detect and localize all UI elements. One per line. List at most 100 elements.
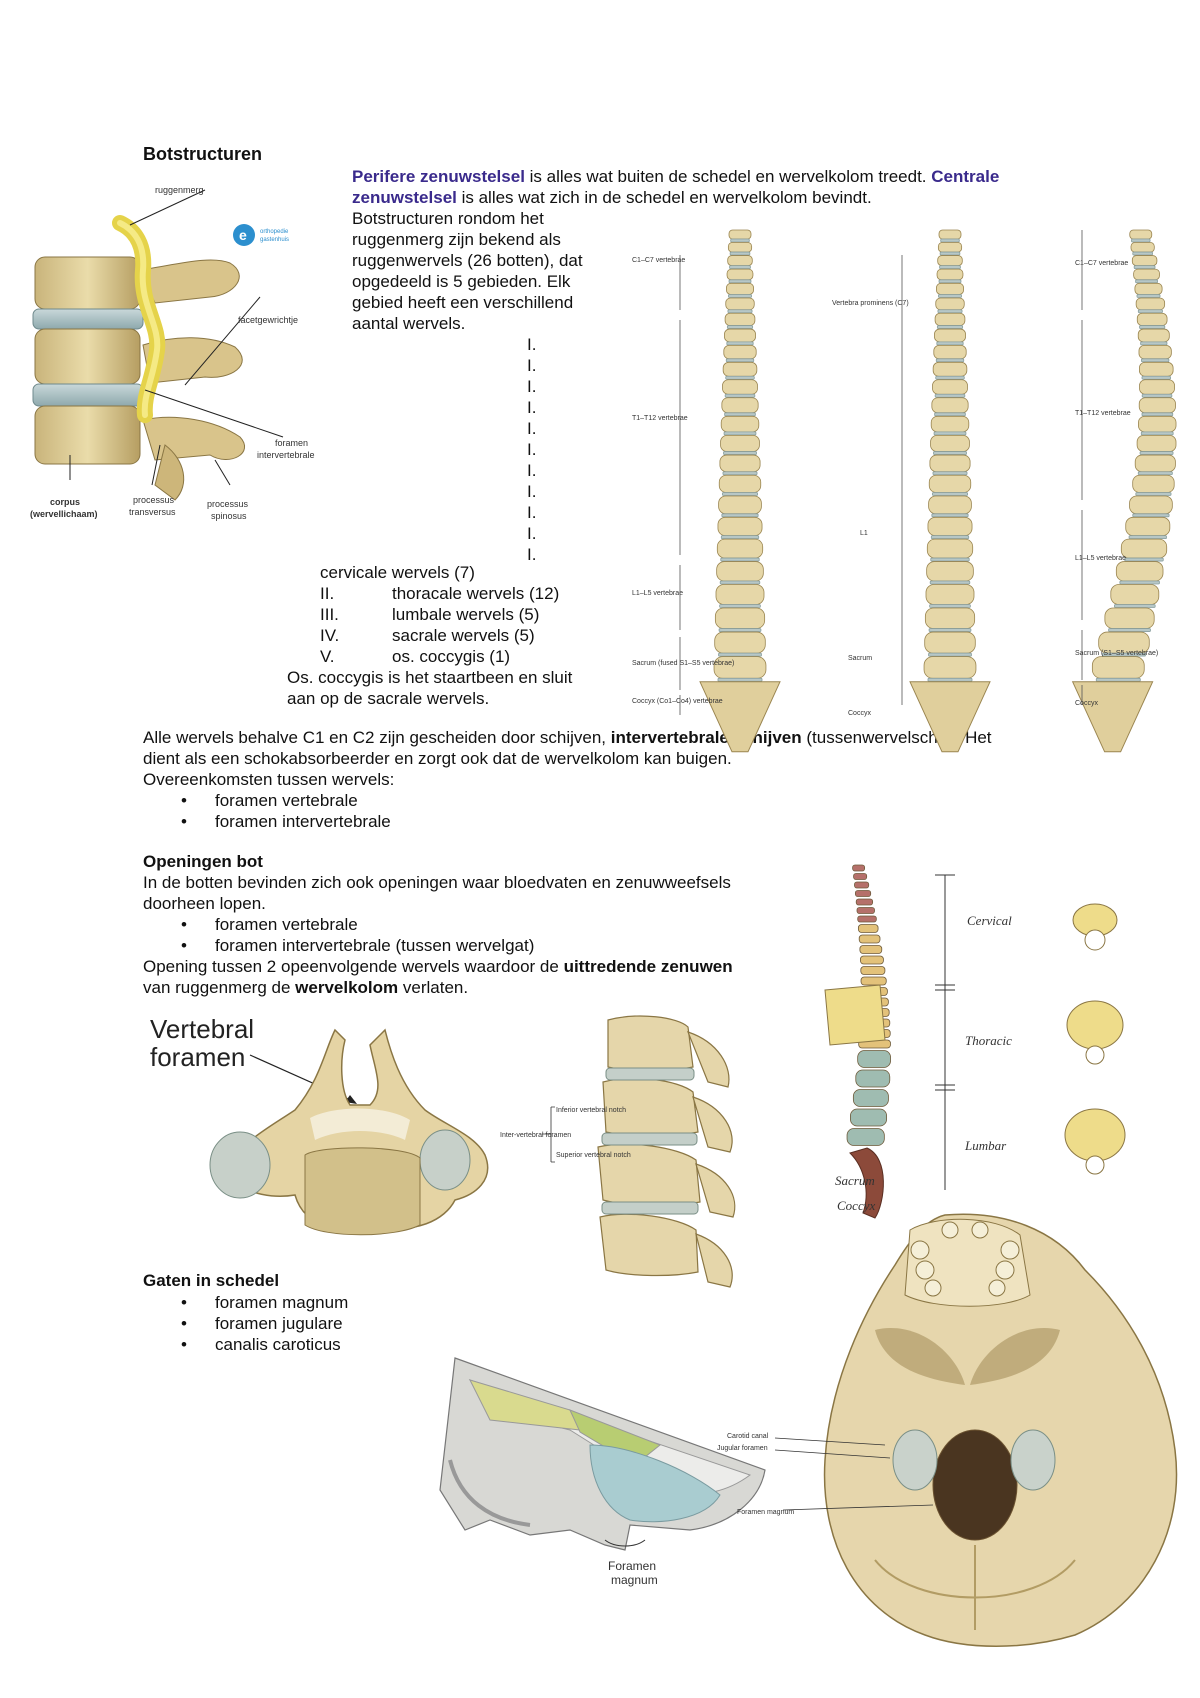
sacrum-shape	[1071, 681, 1154, 753]
region-item: V.os. coccygis (1)	[320, 646, 559, 667]
coccyx-line: aan op de sacrale wervels.	[287, 689, 490, 708]
schijven-paragraph: Alle wervels behalve C1 en C2 zijn gesch…	[143, 727, 992, 790]
list-item: foramen vertebrale	[181, 914, 534, 935]
vertebra-segment	[730, 238, 750, 243]
vertebra-segment	[728, 229, 752, 240]
spine-label: Coccyx (Co1–Co4) vertebrae	[632, 698, 723, 705]
vertebra-segment	[923, 656, 977, 679]
numeral: I.	[527, 440, 537, 459]
vertebra-segment	[852, 1089, 889, 1107]
vertebra-segment	[1141, 375, 1171, 380]
region-text: lumbale wervels (5)	[392, 605, 540, 624]
vertebra-segment	[924, 631, 976, 654]
text: van ruggenmerg de	[143, 978, 296, 997]
spine-label: C1–C7 vertebrae	[1075, 260, 1128, 267]
vertebra-segment	[932, 471, 968, 476]
vertebra-segment	[1135, 279, 1158, 284]
vertebra-segment	[858, 934, 881, 944]
svg-text:e: e	[239, 227, 247, 243]
vertebra-segment	[1132, 251, 1153, 256]
vertebra-segment	[924, 607, 976, 629]
vertebra-segment	[720, 535, 760, 540]
vertebra-segment	[935, 375, 965, 380]
vertebra-segment	[936, 325, 964, 329]
vertebra-segment	[717, 516, 763, 537]
vertebra-segment	[1136, 434, 1177, 452]
spine-label: L1–L5 vertebrae	[632, 590, 683, 597]
vertebra-segment	[1135, 297, 1166, 311]
vertebra-segment	[728, 294, 752, 298]
vertebra-segment	[929, 580, 971, 585]
vertebra-segment	[931, 397, 969, 414]
vertebra-segment	[1139, 379, 1175, 395]
vertebra-segment	[1137, 471, 1173, 476]
body-paragraph: Botstructuren rondom het ruggenmerg zijn…	[352, 208, 583, 334]
region-item: cervicale wervels (7)	[320, 562, 559, 583]
vertebra-segment	[932, 379, 968, 395]
spine-label: L1–L5 vertebrae	[1075, 555, 1126, 562]
label-transversus: transversus	[129, 507, 176, 517]
skull-base-figure: Carotid canal Jugular foramen Foramen ma…	[717, 1213, 1178, 1647]
openingen-line: doorheen lopen.	[143, 894, 266, 913]
list-item: foramen intervertebrale	[181, 811, 391, 832]
vertebra-segment	[854, 890, 872, 897]
vertebra-segment	[1135, 492, 1172, 496]
spine-side-view	[1071, 229, 1177, 753]
vertebra-segment	[1119, 580, 1160, 585]
vertebra-segment	[935, 358, 965, 363]
vertebra-segment	[860, 955, 884, 965]
vertebra-segment	[1140, 341, 1168, 346]
coccyx-note: Os. coccygis is het staartbeen en sluit …	[287, 667, 572, 709]
region-item: II.thoracale wervels (12)	[320, 583, 559, 604]
logo-text: orthopedie	[260, 229, 289, 235]
vertebra-segment	[927, 516, 973, 537]
vertebra-segment	[722, 471, 758, 476]
vertebra-segment	[856, 907, 875, 914]
vertebra-figure: ruggenmerg facetgewrichtje foramen inter…	[30, 185, 315, 521]
vertebra-segment	[729, 265, 751, 270]
spine-views-figure: C1–C7 vertebrae T1–T12 vertebrae L1–L5 v…	[632, 229, 1177, 753]
overeenkomsten-list: foramen vertebrale foramen intervertebra…	[181, 790, 391, 832]
numeral-stack: I. I. I. I. I. I. I. I. I. I. I.	[527, 334, 536, 565]
logo-text: gastenhuis	[260, 237, 289, 243]
vertebra-segment	[933, 451, 967, 455]
vertebra-segment	[718, 495, 762, 515]
vertebra-segment	[937, 255, 963, 267]
region-text: sacrale wervels (5)	[392, 626, 535, 645]
intervertebral-notch-figure: Inferior vertebral notch Inter-vertebral…	[500, 1015, 736, 1288]
notch-label: Superior vertebral notch	[556, 1152, 631, 1159]
vertebra-segment	[1140, 358, 1170, 363]
vertebra-segment	[857, 1050, 891, 1068]
region-text: cervicale wervels (7)	[320, 563, 475, 582]
numeral: I.	[527, 356, 537, 375]
vertebra-segment	[846, 1128, 885, 1146]
vertebra-segment	[925, 584, 975, 605]
vertebra-segment	[1128, 535, 1167, 540]
region-label-lumbar: Lumbar	[964, 1138, 1007, 1153]
vertebra-segment	[720, 434, 760, 452]
numeral: I.	[527, 503, 537, 522]
region-label-thoracic: Thoracic	[965, 1033, 1012, 1048]
vertebra-segment	[938, 229, 962, 240]
label-facetgewrichtje: facetgewrichtje	[238, 315, 298, 325]
vertebra-segment	[714, 607, 766, 629]
spine-label: T1–T12 vertebrae	[1075, 410, 1131, 417]
vertebra-segment	[719, 454, 761, 473]
vertebra-segment	[720, 557, 760, 562]
skull-label-foramen-magnum: Foramen magnum	[737, 1509, 794, 1516]
spine-label: Sacrum (S1–S5 vertebrae)	[1075, 650, 1158, 657]
vertebra-segment	[928, 628, 972, 632]
vertebra-segment	[852, 864, 866, 872]
vertebral-foramen-title: Vertebral	[150, 1014, 254, 1044]
spine-label: T1–T12 vertebrae	[632, 415, 688, 422]
vertebra-segment	[1095, 677, 1141, 682]
wervelkolom-term: wervelkolom	[295, 978, 399, 997]
vertebra-segment	[929, 604, 971, 608]
region-list: cervicale wervels (7) II.thoracale werve…	[320, 562, 559, 667]
vertebra-segment	[1130, 242, 1155, 253]
vertebra-segment	[724, 312, 756, 326]
intervertebrale-schijven-term: intervertebrale schijven	[610, 728, 802, 747]
openingen-paragraph: In de botten bevinden zich ook openingen…	[143, 872, 731, 914]
vertebra-segment	[723, 431, 757, 436]
intro-text-2: is alles wat zich in de schedel en werve…	[456, 188, 872, 207]
